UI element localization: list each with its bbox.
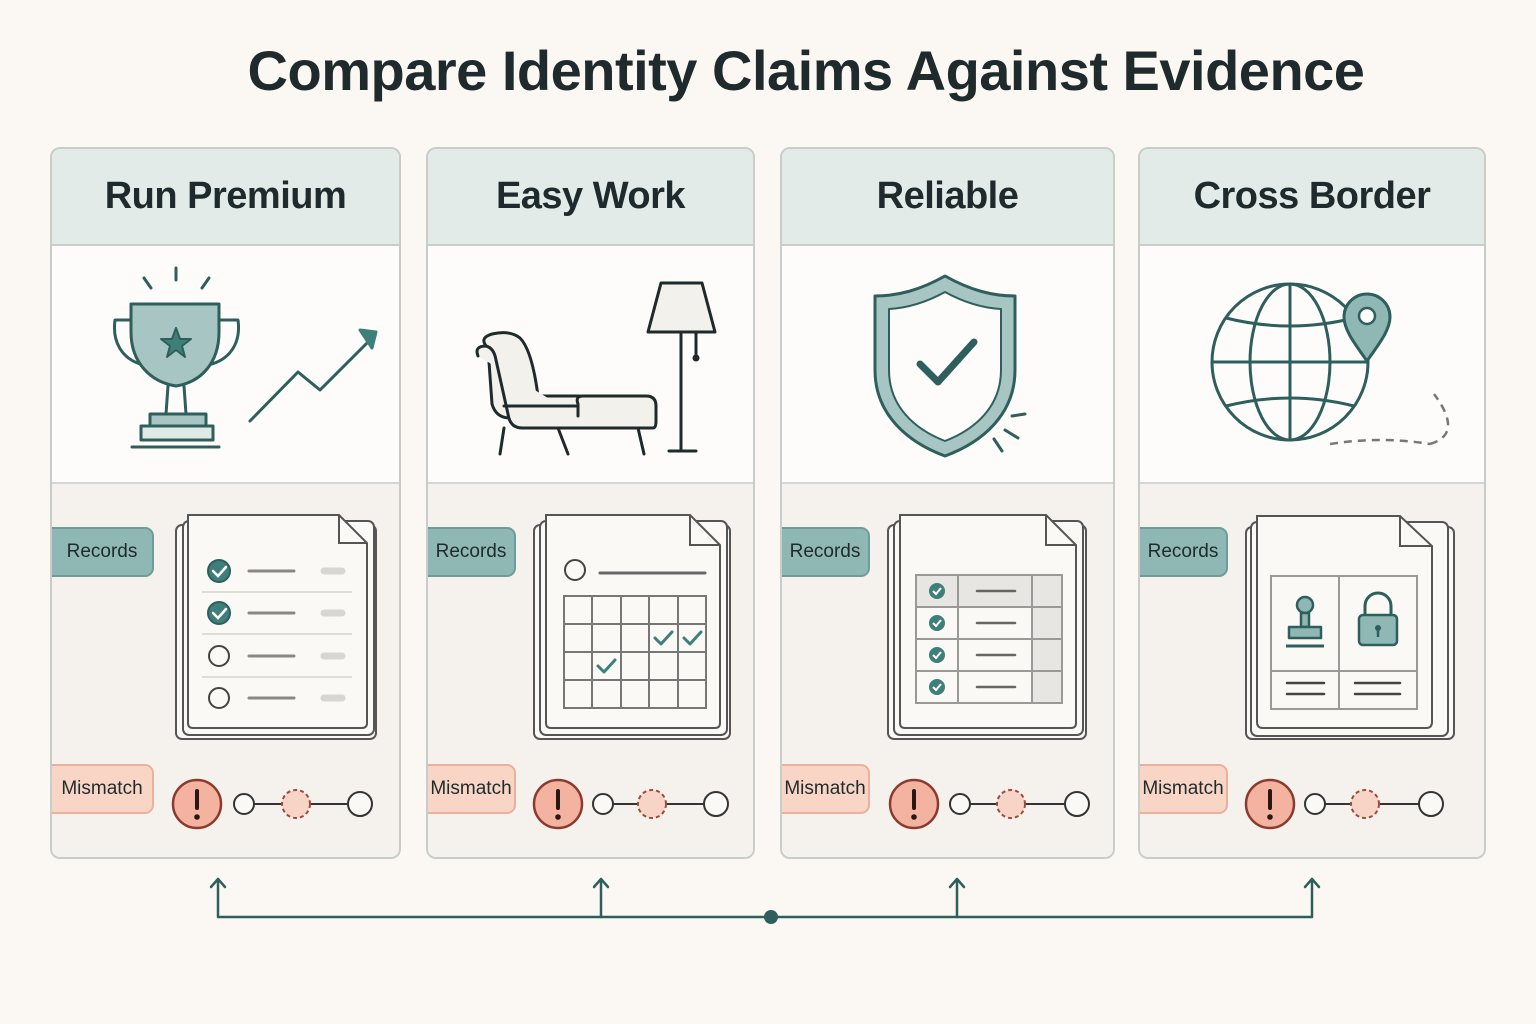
card-title: Cross Border (1193, 175, 1431, 217)
mismatch-tag: Mismatch (52, 764, 154, 814)
shield-check-icon (873, 274, 1027, 458)
evidence-panel: Records (428, 484, 753, 857)
records-tag: Records (1140, 527, 1228, 577)
claim-illustration (782, 246, 1113, 484)
card-title: Run Premium (104, 175, 347, 217)
claim-card-cross-border: Cross Border Records (1138, 147, 1486, 859)
hub-connector (209, 877, 1321, 924)
claim-card-easy-work: Easy Work Records (426, 147, 755, 859)
claim-card-run-premium: Run Premium Records (50, 147, 401, 859)
chaise-lounge-lamp-icon (475, 281, 717, 456)
evidence-panel: Records (782, 484, 1113, 857)
calendar-document-icon (533, 514, 731, 740)
globe-pin-icon (1210, 282, 1450, 446)
checklist-document-icon (175, 514, 377, 740)
evidence-panel: Records (52, 484, 399, 857)
mismatch-tag: Mismatch (428, 764, 516, 814)
stamp-lock-document-icon (1245, 515, 1455, 740)
claim-illustration (428, 246, 753, 484)
records-tag: Records (428, 527, 516, 577)
card-title: Reliable (876, 175, 1019, 217)
card-header: Cross Border (1140, 149, 1484, 246)
mismatch-tag: Mismatch (1140, 764, 1228, 814)
page-title: Compare Identity Claims Against Evidence (247, 39, 1365, 102)
card-header: Reliable (782, 149, 1113, 246)
records-tag: Records (52, 527, 154, 577)
claim-illustration (52, 246, 399, 484)
mismatch-tag: Mismatch (782, 764, 870, 814)
evidence-panel: Records (1140, 484, 1484, 857)
hub-node (764, 910, 778, 924)
records-tag: Records (782, 527, 870, 577)
table-document-icon (887, 514, 1087, 740)
trophy-growth-icon (112, 266, 378, 449)
card-title: Easy Work (495, 175, 686, 217)
card-header: Easy Work (428, 149, 753, 246)
card-header: Run Premium (52, 149, 399, 246)
claim-illustration (1140, 246, 1484, 484)
claim-card-reliable: Reliable Records (780, 147, 1115, 859)
